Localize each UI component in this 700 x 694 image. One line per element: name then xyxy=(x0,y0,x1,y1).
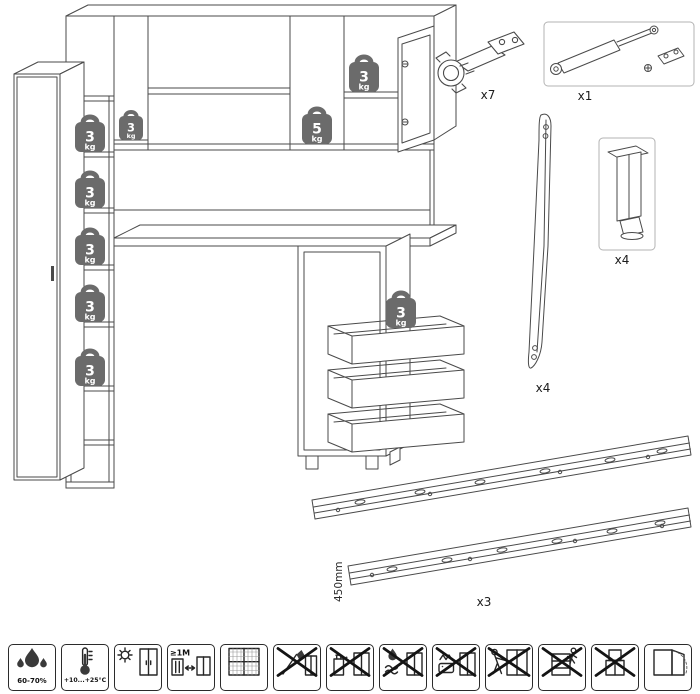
no-solvents-icon xyxy=(329,647,371,677)
gas-lift-qty-label: x1 xyxy=(578,89,593,103)
weight-value: 5 xyxy=(312,122,322,138)
weight-unit: kg xyxy=(84,377,95,386)
care-door-adjustment xyxy=(644,644,692,691)
leg-qty-label: x4 xyxy=(615,253,630,267)
weight-value: 3 xyxy=(359,70,369,86)
door-handle xyxy=(51,266,54,281)
weight-badge: 3 kg xyxy=(349,54,379,92)
care-label: 60-70% xyxy=(17,677,47,685)
weight-value: 3 xyxy=(85,300,95,316)
no-abrasives-icon xyxy=(435,647,477,677)
weight-badge: 5 kg xyxy=(302,106,332,144)
weight-badge: 3 kg xyxy=(75,227,105,265)
care-heat-distance: ≥1M xyxy=(167,644,215,691)
care-no-sharp-tools xyxy=(273,644,321,691)
care-no-heavy-load xyxy=(591,644,639,691)
weight-unit: kg xyxy=(311,135,322,144)
humidity-icon xyxy=(17,648,47,668)
weight-badge: 3 kg xyxy=(75,114,105,152)
drawer-slides-part: 450mm x3 xyxy=(311,435,692,609)
drawer xyxy=(327,403,465,453)
door-adjustment-icon xyxy=(653,649,688,676)
drawer xyxy=(327,359,465,409)
weight-value: 3 xyxy=(85,243,95,259)
drawer-slide-rail xyxy=(311,435,692,520)
no-dragging-icon xyxy=(487,647,531,677)
weight-badge: 3 kg xyxy=(75,348,105,386)
heat-distance-icon: ≥1M xyxy=(170,649,211,676)
weight-unit: kg xyxy=(84,143,95,152)
weight-badge: 3 kg xyxy=(75,284,105,322)
weight-unit: kg xyxy=(84,256,95,265)
care-no-wet-cleaning xyxy=(379,644,427,691)
care-no-dragging xyxy=(485,644,533,691)
care-temperature: +10...+25°C xyxy=(61,644,109,691)
no-climbing-icon xyxy=(541,647,583,677)
open-door xyxy=(397,25,435,153)
drawer-slide-rail xyxy=(347,507,692,586)
drawer xyxy=(327,315,465,365)
care-ventilation xyxy=(220,644,268,691)
hinge-part xyxy=(435,31,525,94)
care-no-climbing xyxy=(538,644,586,691)
slide-qty-label: x3 xyxy=(477,595,492,609)
distance-label: ≥1M xyxy=(170,649,190,658)
weight-value: 3 xyxy=(127,122,135,135)
wardrobe xyxy=(13,61,85,481)
sunlight-protection-icon xyxy=(117,647,158,676)
weight-badge: 3 kg xyxy=(119,110,143,140)
weight-unit: kg xyxy=(127,132,136,140)
no-sharp-tools-icon xyxy=(276,647,318,677)
wall-strip-qty-label: x4 xyxy=(536,381,551,395)
desk-top xyxy=(113,224,457,247)
hinge-qty-label: x7 xyxy=(481,88,496,102)
weight-unit: kg xyxy=(358,83,369,92)
ventilation-icon xyxy=(228,647,260,676)
no-heavy-load-icon xyxy=(594,647,636,677)
care-icon-strip: 60-70% +10...+25°C ≥1M xyxy=(8,644,692,691)
care-no-abrasives xyxy=(432,644,480,691)
weight-value: 3 xyxy=(396,306,406,322)
care-humidity: 60-70% xyxy=(8,644,56,691)
wall-strip-part xyxy=(527,113,552,369)
temperature-icon xyxy=(80,647,93,675)
care-sunlight xyxy=(114,644,162,691)
weight-badge: 3 kg xyxy=(75,170,105,208)
gas-lift-part xyxy=(543,21,695,87)
weight-unit: kg xyxy=(84,199,95,208)
weight-unit: kg xyxy=(395,319,406,328)
no-wet-cleaning-icon xyxy=(382,647,424,677)
slide-length-label: 450mm xyxy=(333,562,345,603)
leg-part xyxy=(598,137,656,251)
weight-value: 3 xyxy=(85,130,95,146)
weight-value: 3 xyxy=(85,186,95,202)
weight-value: 3 xyxy=(85,364,95,380)
care-no-solvents xyxy=(326,644,374,691)
weight-unit: kg xyxy=(84,313,95,322)
weight-badge: 3 kg xyxy=(386,290,416,328)
care-label: +10...+25°C xyxy=(63,677,107,684)
